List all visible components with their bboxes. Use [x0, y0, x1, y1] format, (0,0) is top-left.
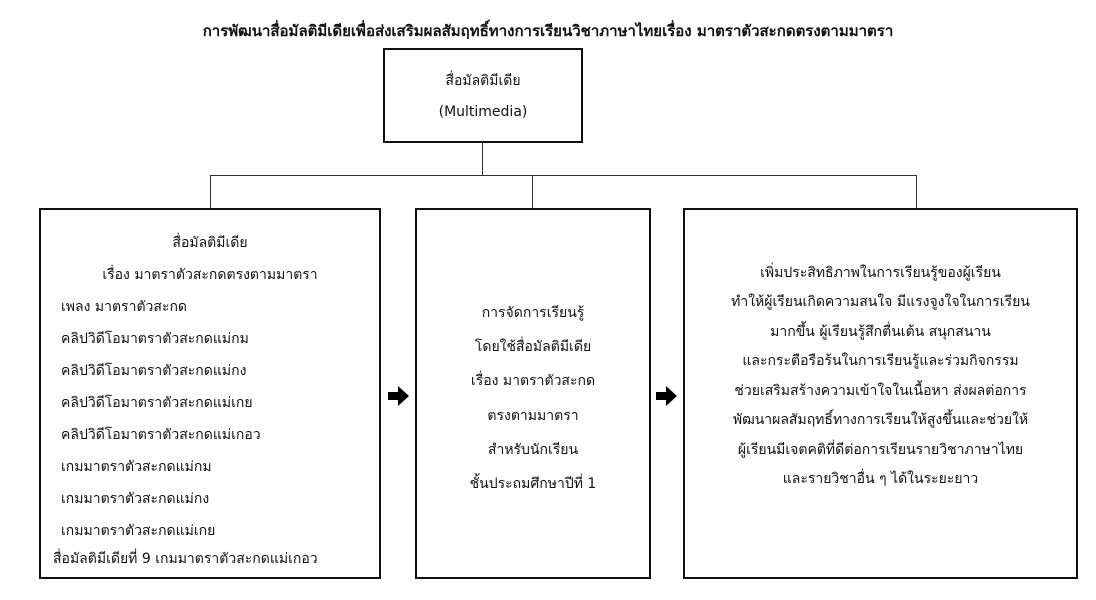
media-item: เพลง มาตราตัวสะกด [61, 299, 188, 315]
middle-box-line: ตรงตามมาตรา [487, 408, 579, 424]
left-box-heading: เรื่อง มาตราตัวสะกดตรงตามมาตรา [102, 267, 318, 283]
middle-box-line: เรื่อง มาตราตัวสะกด [470, 373, 596, 389]
left-box-media-list: สื่อมัลติมีเดีย เรื่อง มาตราตัวสะกดตรงตา… [39, 208, 381, 579]
media-item: สื่อมัลติมีเดียที่ 9 เกมมาตราตัวสะกดแม่เ… [53, 551, 318, 567]
connector-left [210, 175, 211, 208]
media-item: คลิปวิดีโอมาตราตัวสะกดแม่กง [61, 363, 247, 379]
outcome-line: ทำให้ผู้เรียนเกิดความสนใจ มีแรงจูงใจในกา… [731, 294, 1030, 310]
right-box-outcomes: เพิ่มประสิทธิภาพในการเรียนรู้ของผู้เรียน… [683, 208, 1078, 579]
connector-right [916, 175, 917, 208]
media-item: เกมมาตราตัวสะกดแม่กม [61, 459, 212, 475]
outcome-line: ช่วยเสริมสร้างความเข้าใจในเนื้อหา ส่งผลต… [734, 383, 1027, 399]
middle-box-line: สำหรับนักเรียน [487, 442, 579, 458]
media-item: คลิปวิดีโอมาตราตัวสะกดแม่เกอว [61, 427, 261, 443]
media-item: คลิปวิดีโอมาตราตัวสะกดแม่เกย [61, 395, 253, 411]
middle-box-learning: การจัดการเรียนรู้ โดยใช้สื่อมัลติมีเดีย … [415, 208, 651, 579]
middle-box-line: โดยใช้สื่อมัลติมีเดีย [474, 339, 592, 355]
diagram-title: การพัฒนาสื่อมัลติมีเดียเพื่อส่งเสริมผลสั… [202, 22, 894, 40]
connector-horizontal [210, 175, 917, 176]
media-item: คลิปวิดีโอมาตราตัวสะกดแม่กม [61, 331, 249, 347]
arrow-right-icon [388, 386, 410, 410]
outcome-line: และรายวิชาอื่น ๆ ได้ในระยะยาว [782, 471, 979, 487]
connector-middle [532, 175, 533, 208]
arrow-right-icon [656, 386, 678, 410]
media-item: เกมมาตราตัวสะกดแม่กง [61, 491, 210, 507]
top-box-multimedia: สื่อมัลติมีเดีย (Multimedia) [383, 48, 583, 143]
outcome-line: มากขึ้น ผู้เรียนรู้สึกตื่นเต้น สนุกสนาน [770, 324, 991, 340]
connector-vertical [482, 143, 483, 176]
outcome-line: และกระตือรือร้นในการเรียนรู้และร่วมกิจกร… [742, 353, 1019, 369]
media-item: เกมมาตราตัวสะกดแม่เกย [61, 523, 216, 539]
outcome-line: พัฒนาผลสัมฤทธิ์ทางการเรียนให้สูงขึ้นและช… [732, 412, 1029, 428]
middle-box-line: ชั้นประถมศึกษาปีที่ 1 [469, 476, 597, 492]
outcome-line: ผู้เรียนมีเจตคติที่ดีต่อการเรียนรายวิชาภ… [737, 442, 1024, 458]
top-box-line: (Multimedia) [438, 104, 528, 120]
outcome-line: เพิ่มประสิทธิภาพในการเรียนรู้ของผู้เรียน [760, 265, 1001, 281]
middle-box-line: การจัดการเรียนรู้ [481, 305, 585, 321]
top-box-line: สื่อมัลติมีเดีย [445, 73, 521, 89]
left-box-heading: สื่อมัลติมีเดีย [172, 235, 248, 251]
